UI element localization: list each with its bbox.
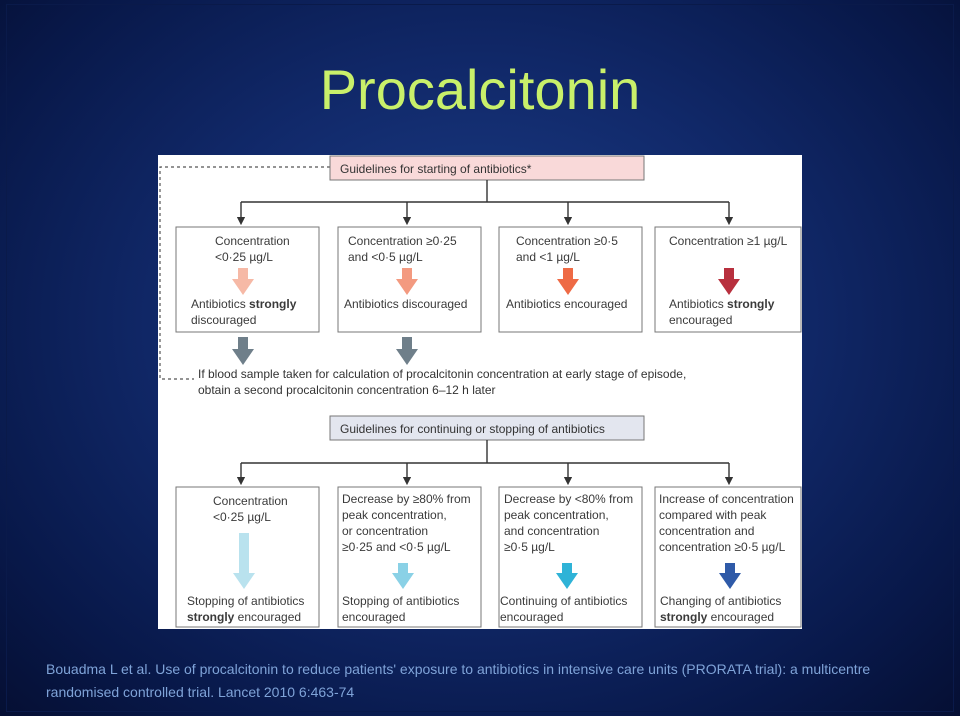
continue-recommendation-1: Stopping of antibiotics strongly encoura… (187, 594, 305, 624)
continue-condition-1: Concentration <0·25 µg/L (213, 494, 288, 524)
start-recommendation-3: Antibiotics encouraged (506, 297, 628, 311)
continue-condition-3: Decrease by <80% from peak concentration… (504, 492, 634, 554)
continue-arrow-3 (556, 563, 578, 589)
start-condition-1: Concentration <0·25 µg/L (215, 234, 290, 264)
start-arrow-1 (232, 268, 254, 295)
start-condition-3: Concentration ≥0·5 and <1 µg/L (516, 234, 618, 264)
continue-condition-2: Decrease by ≥80% from peak concentration… (342, 492, 471, 554)
start-arrow-2 (396, 268, 418, 295)
start-condition-2: Concentration ≥0·25 and <0·5 µg/L (348, 234, 457, 264)
start-recommendation-4: Antibiotics strongly encouraged (669, 297, 775, 327)
start-arrow-3 (557, 268, 579, 295)
second-sample-note: If blood sample taken for calculation of… (198, 367, 687, 397)
continue-box-3 (498, 486, 643, 628)
continue-recommendation-3: Continuing of antibiotics encouraged (500, 594, 628, 624)
continue-recommendation-4: Changing of antibiotics strongly encoura… (660, 594, 782, 624)
start-header-box (329, 155, 645, 181)
slide-frame (6, 4, 954, 712)
continue-arrow-4 (719, 563, 741, 589)
continue-box-4 (654, 486, 802, 628)
start-recommendation-2: Antibiotics discouraged (344, 297, 468, 311)
start-header-text: Guidelines for starting of antibiotics* (340, 162, 532, 176)
continue-arrow-1 (233, 533, 255, 589)
start-condition-4: Concentration ≥1 µg/L (669, 234, 788, 248)
continue-arrow-2 (392, 563, 414, 589)
continue-condition-4: Increase of concentration compared with … (659, 492, 794, 554)
flowchart-figure: Guidelines for starting of antibiotics* … (158, 155, 802, 629)
dashed-feedback-line (159, 166, 330, 380)
continue-recommendation-2: Stopping of antibiotics encouraged (342, 594, 460, 624)
continue-header-text: Guidelines for continuing or stopping of… (340, 422, 605, 436)
citation: Bouadma L et al. Use of procalcitonin to… (46, 661, 871, 700)
continue-header-box (329, 415, 645, 441)
grey-arrow-1 (232, 337, 254, 365)
start-recommendation-1: Antibiotics strongly discouraged (191, 297, 297, 327)
continue-box-2 (337, 486, 482, 628)
start-arrow-4 (718, 268, 740, 295)
grey-arrow-2 (396, 337, 418, 365)
flowchart-svg (159, 155, 802, 628)
slide-title: Procalcitonin (319, 58, 641, 121)
